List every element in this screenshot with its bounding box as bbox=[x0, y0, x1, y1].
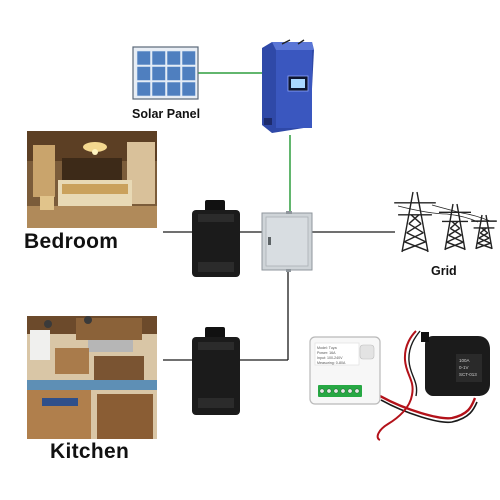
solar-panel-label: Solar Panel bbox=[132, 107, 201, 121]
solar-cell bbox=[151, 66, 166, 81]
solar-cell bbox=[181, 66, 196, 81]
device-spec-text: Measuring: 0-80A bbox=[317, 361, 346, 365]
terminal-screw bbox=[326, 388, 332, 394]
solar-cell bbox=[136, 81, 151, 97]
kitchen-label: Kitchen bbox=[50, 440, 130, 463]
terminal-screw bbox=[340, 388, 346, 394]
solar-cell bbox=[181, 50, 196, 66]
solar-cell bbox=[151, 50, 166, 66]
grid-label: Grid bbox=[431, 264, 457, 278]
device-spec-text: Model: Tuya bbox=[317, 346, 337, 350]
red-black-cable bbox=[379, 394, 477, 420]
solar-cell bbox=[166, 50, 181, 66]
terminal-screw bbox=[354, 388, 360, 394]
solar-cell bbox=[136, 50, 151, 66]
inverter-icon bbox=[262, 39, 314, 133]
clamp-spec-text: 100A bbox=[459, 358, 470, 363]
solar-cell bbox=[181, 81, 196, 97]
pylon-tower bbox=[394, 191, 436, 253]
bedroom-label: Bedroom bbox=[24, 230, 119, 253]
solar-cell bbox=[151, 81, 166, 97]
power-pylon-icon bbox=[394, 191, 497, 253]
device-spec-text: Power: 16A bbox=[317, 351, 336, 355]
ct-clamp-icon-kitchen bbox=[192, 327, 240, 415]
clamp-spec-text: SCT-013 bbox=[459, 372, 477, 377]
bedroom-photo bbox=[27, 131, 157, 228]
solar-cell bbox=[166, 66, 181, 81]
distribution-box-icon bbox=[261, 211, 313, 272]
solar-cell bbox=[136, 66, 151, 81]
pylon-tower bbox=[471, 214, 497, 250]
solar-cell bbox=[166, 81, 181, 97]
kitchen-photo bbox=[27, 316, 157, 439]
terminal-screw bbox=[319, 388, 325, 394]
ct-clamp-icon-bedroom bbox=[192, 200, 240, 277]
terminal-screw bbox=[347, 388, 353, 394]
terminal-screw bbox=[333, 388, 339, 394]
clamp-spec-text: 0-1V bbox=[459, 365, 469, 370]
device-spec-text: Input: 100-240V bbox=[317, 356, 343, 360]
solar-panel-icon bbox=[132, 46, 199, 100]
